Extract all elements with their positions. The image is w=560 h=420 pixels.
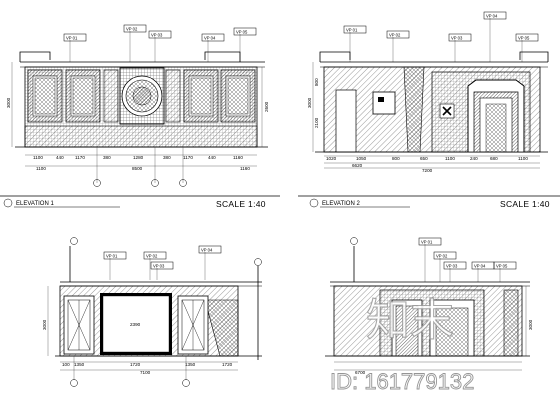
wall-panels: [27, 67, 256, 125]
dim-label: 1020: [326, 156, 337, 161]
dimension-string: 1020 1050 800 650 1100 240 680 1100: [326, 156, 528, 161]
dim-label: 380: [103, 155, 111, 160]
callout-tag-3: VP 03: [446, 264, 458, 269]
door-opening: [335, 89, 357, 153]
callout-tags: VP 01 VP 02 VP 03 VP 04: [103, 245, 222, 280]
callout-tag-1: VP 01: [346, 28, 358, 33]
wainscot-band: [24, 125, 258, 148]
dim-label: 650: [420, 156, 428, 161]
dim-label: 1280: [133, 155, 144, 160]
callout-tag-4: VP 04: [201, 248, 213, 253]
dim-label: 680: [490, 156, 498, 161]
elevation-panel-top-left: VP 01 VP 02 VP 03 VP 04 VP 05: [0, 24, 280, 209]
callout-tag-4: VP 04: [204, 36, 216, 41]
callout-tag-4: VP 04: [486, 14, 498, 19]
drawing-title: ELEVATION 1: [16, 201, 54, 207]
dim-label: 1170: [75, 155, 85, 160]
dim-label: 440: [56, 155, 64, 160]
title-bubble: [309, 198, 319, 208]
dimension-string: 100 1350 1720 1350 1720: [62, 362, 233, 367]
dim-label: 1100: [518, 156, 528, 161]
total-dimension: 7100: [140, 370, 151, 375]
total-dimension: 8500: [132, 166, 143, 171]
side-dimension-lower: 2100: [314, 117, 319, 128]
callout-tag-1: VP 01: [66, 36, 78, 41]
scale-label: SCALE 1:40: [216, 199, 266, 209]
callout-tag-2: VP 02: [126, 27, 138, 32]
sub-dimension-left: 1100: [36, 166, 46, 171]
total-dimension: 6700: [355, 370, 366, 375]
ceiling-outline: [319, 51, 549, 62]
dim-label: 1050: [356, 156, 367, 161]
watermark-logo: 知末: [366, 295, 454, 346]
dim-label: 800: [392, 156, 400, 161]
height-dimension: 3000: [307, 97, 312, 108]
ceiling-outline: [19, 51, 241, 62]
dim-label: 240: [470, 156, 478, 161]
callout-tag-5: VP 05: [496, 264, 508, 269]
dim-label: 380: [163, 155, 171, 160]
sub-dimension: 6620: [352, 163, 363, 168]
wall-niche: [372, 91, 396, 115]
dim-label: 1100: [33, 155, 43, 160]
height-dimension: 3000: [6, 97, 11, 108]
height-dimension: 3000: [42, 319, 47, 330]
watermark-id: ID: 161779132: [330, 369, 474, 394]
drawing-title: ELEVATION 2: [322, 201, 360, 207]
side-dimension-upper: 800: [314, 78, 319, 86]
callout-tag-5: VP 05: [236, 30, 248, 35]
elevation-panel-top-right: VP 01 VP 02 VP 03 VP 04 VP 05: [298, 11, 560, 209]
side-dimension: 2600: [264, 101, 269, 112]
watermark: 知末 ID: 161779132: [330, 294, 475, 394]
callout-tag-2: VP 02: [436, 254, 448, 259]
dim-label: 1160: [233, 155, 243, 160]
scale-label: SCALE 1:40: [500, 199, 550, 209]
callout-tag-3: VP 03: [153, 264, 165, 269]
callout-tags: VP 01 VP 02 VP 03 VP 04 VP 05: [418, 237, 517, 282]
dim-label: 1720: [130, 362, 141, 367]
dim-label: 1720: [222, 362, 233, 367]
center-panel: [102, 295, 170, 353]
callout-tags: VP 01 VP 02 VP 03 VP 04 VP 05: [63, 24, 257, 62]
dimension-string: 1100 440 1170 380 1280 380 1170 440 1160: [33, 155, 243, 160]
center-dimension: 2390: [130, 322, 141, 327]
elevation-panel-bottom-left: VP 01 VP 02 VP 03 VP 04 2390 3000: [42, 237, 262, 387]
callout-tag-3: VP 03: [451, 36, 463, 41]
callout-tag-1: VP 01: [421, 240, 433, 245]
height-dimension: 3000: [528, 319, 533, 330]
title-bubble: [3, 198, 13, 208]
sub-dimension-right: 1160: [240, 166, 250, 171]
dim-label: 1170: [183, 155, 193, 160]
elevation-panel-bottom-right: VP 01 VP 02 VP 03 VP 04 VP 05 3000: [325, 237, 533, 375]
callout-tag-4: VP 04: [474, 264, 486, 269]
dim-label: 440: [208, 155, 216, 160]
total-dimension: 7200: [422, 168, 433, 173]
callout-tag-5: VP 05: [518, 36, 530, 41]
callout-tag-1: VP 01: [106, 254, 118, 259]
dim-label: 100: [62, 362, 70, 367]
callout-tag-3: VP 03: [151, 33, 163, 38]
callout-tag-2: VP 02: [146, 254, 158, 259]
dim-label: 1350: [74, 362, 85, 367]
callout-tag-2: VP 02: [389, 33, 401, 38]
callout-tags: VP 01 VP 02 VP 03 VP 04 VP 05: [343, 11, 539, 62]
dim-label: 1350: [185, 362, 196, 367]
dim-label: 1100: [445, 156, 455, 161]
